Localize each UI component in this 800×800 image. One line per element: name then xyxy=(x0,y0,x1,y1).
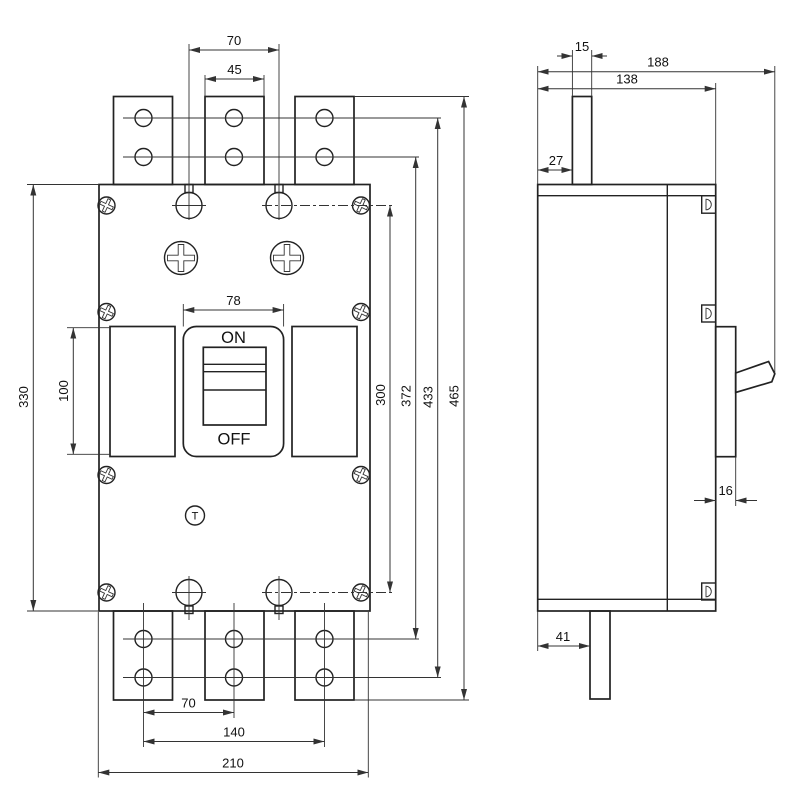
dim-body-width: 210 xyxy=(97,612,369,778)
dim-label: 372 xyxy=(399,385,414,407)
dim-label: 300 xyxy=(373,384,388,406)
on-label: ON xyxy=(221,329,246,347)
clip xyxy=(701,304,717,323)
terminal-tab xyxy=(294,95,355,186)
dim-hole-span-inner: 372 xyxy=(399,157,419,639)
dim-label: 45 xyxy=(227,62,241,77)
dim-label: 140 xyxy=(223,725,245,740)
terminal-tab xyxy=(204,95,265,186)
dim-label: 210 xyxy=(222,756,244,771)
cover-screw xyxy=(351,465,371,485)
dim-recess-height: 100 xyxy=(56,327,110,455)
handle-lever[interactable] xyxy=(734,360,776,394)
dim-blade-width: 15 xyxy=(557,39,607,96)
dim-body-depth: 138 xyxy=(537,72,717,185)
mounting-screws xyxy=(175,183,293,615)
bottom-terminal-blade xyxy=(589,610,611,700)
breaker-body-front xyxy=(98,183,371,612)
clip xyxy=(701,582,717,601)
dim-label: 15 xyxy=(575,39,589,54)
dim-tab-width: 45 xyxy=(204,62,265,97)
recess-right xyxy=(291,325,358,458)
recess-left xyxy=(109,325,176,458)
dim-label: 330 xyxy=(16,386,31,408)
phillips-slot xyxy=(273,244,301,272)
off-label: OFF xyxy=(218,431,251,449)
top-terminal-blade xyxy=(571,95,593,186)
dim-blade-offset-bottom: 41 xyxy=(537,611,590,651)
phillips-screw xyxy=(269,240,305,276)
cover-screws xyxy=(96,195,371,603)
cover-screw xyxy=(96,582,117,603)
dim-handle-window-width: 78 xyxy=(182,293,285,327)
terminal-tab xyxy=(112,610,174,701)
test-button-label: T xyxy=(192,511,199,523)
handle-side xyxy=(714,325,776,458)
phillips-screws xyxy=(163,240,305,276)
dim-label: 41 xyxy=(556,629,570,644)
test-button[interactable]: T xyxy=(184,505,206,526)
dim-top-screw-pitch: 70 xyxy=(189,33,279,53)
front-view: ON OFF T 70 xyxy=(16,33,469,778)
dim-label: 78 xyxy=(226,293,240,308)
dim-label: 70 xyxy=(227,33,241,48)
breaker-body-side xyxy=(536,183,717,612)
phillips-screw xyxy=(163,240,199,276)
dim-label: 16 xyxy=(718,483,732,498)
dim-overall-depth: 188 xyxy=(537,55,776,373)
dim-label: 138 xyxy=(616,72,638,87)
dim-overall-height: 465 xyxy=(354,96,469,701)
dim-bottom-hole-pitch: 70 xyxy=(143,696,234,716)
clip-detail xyxy=(705,307,712,320)
handle-base-plate xyxy=(714,325,737,458)
center-lines-front xyxy=(123,44,441,747)
cover-screw xyxy=(96,302,117,322)
clip-detail xyxy=(705,198,712,211)
side-clips xyxy=(701,194,717,601)
clip xyxy=(701,194,717,214)
dim-label: 70 xyxy=(181,696,195,711)
dim-label: 188 xyxy=(647,55,669,70)
cover-screw xyxy=(351,302,371,322)
phillips-slot xyxy=(167,244,195,272)
dim-label: 433 xyxy=(421,386,436,408)
dim-label: 465 xyxy=(447,385,462,407)
switch-bezel xyxy=(182,325,285,458)
cover-screw xyxy=(96,465,117,485)
terminal-tab xyxy=(112,95,174,186)
dim-label: 27 xyxy=(549,153,563,168)
terminal-tab xyxy=(204,610,265,701)
cover-screw xyxy=(96,195,117,216)
dim-label: 100 xyxy=(56,380,71,402)
dim-blade-offset-front: 27 xyxy=(537,153,573,173)
clip-detail xyxy=(705,585,712,598)
top-terminal-tabs xyxy=(112,95,355,186)
dim-handle-plate-depth: 16 xyxy=(694,457,757,506)
dim-bottom-hole-span: 140 xyxy=(143,725,325,745)
switch-area: ON OFF xyxy=(109,325,358,458)
dim-body-height: 330 xyxy=(16,184,99,612)
toggle-handle[interactable] xyxy=(202,346,267,426)
dim-screw-span-vertical: 300 xyxy=(373,205,393,593)
test-button-circle[interactable] xyxy=(184,505,206,526)
side-view: 15 188 138 27 16 41 xyxy=(536,39,776,700)
dim-hole-span-outer: 433 xyxy=(421,118,441,678)
